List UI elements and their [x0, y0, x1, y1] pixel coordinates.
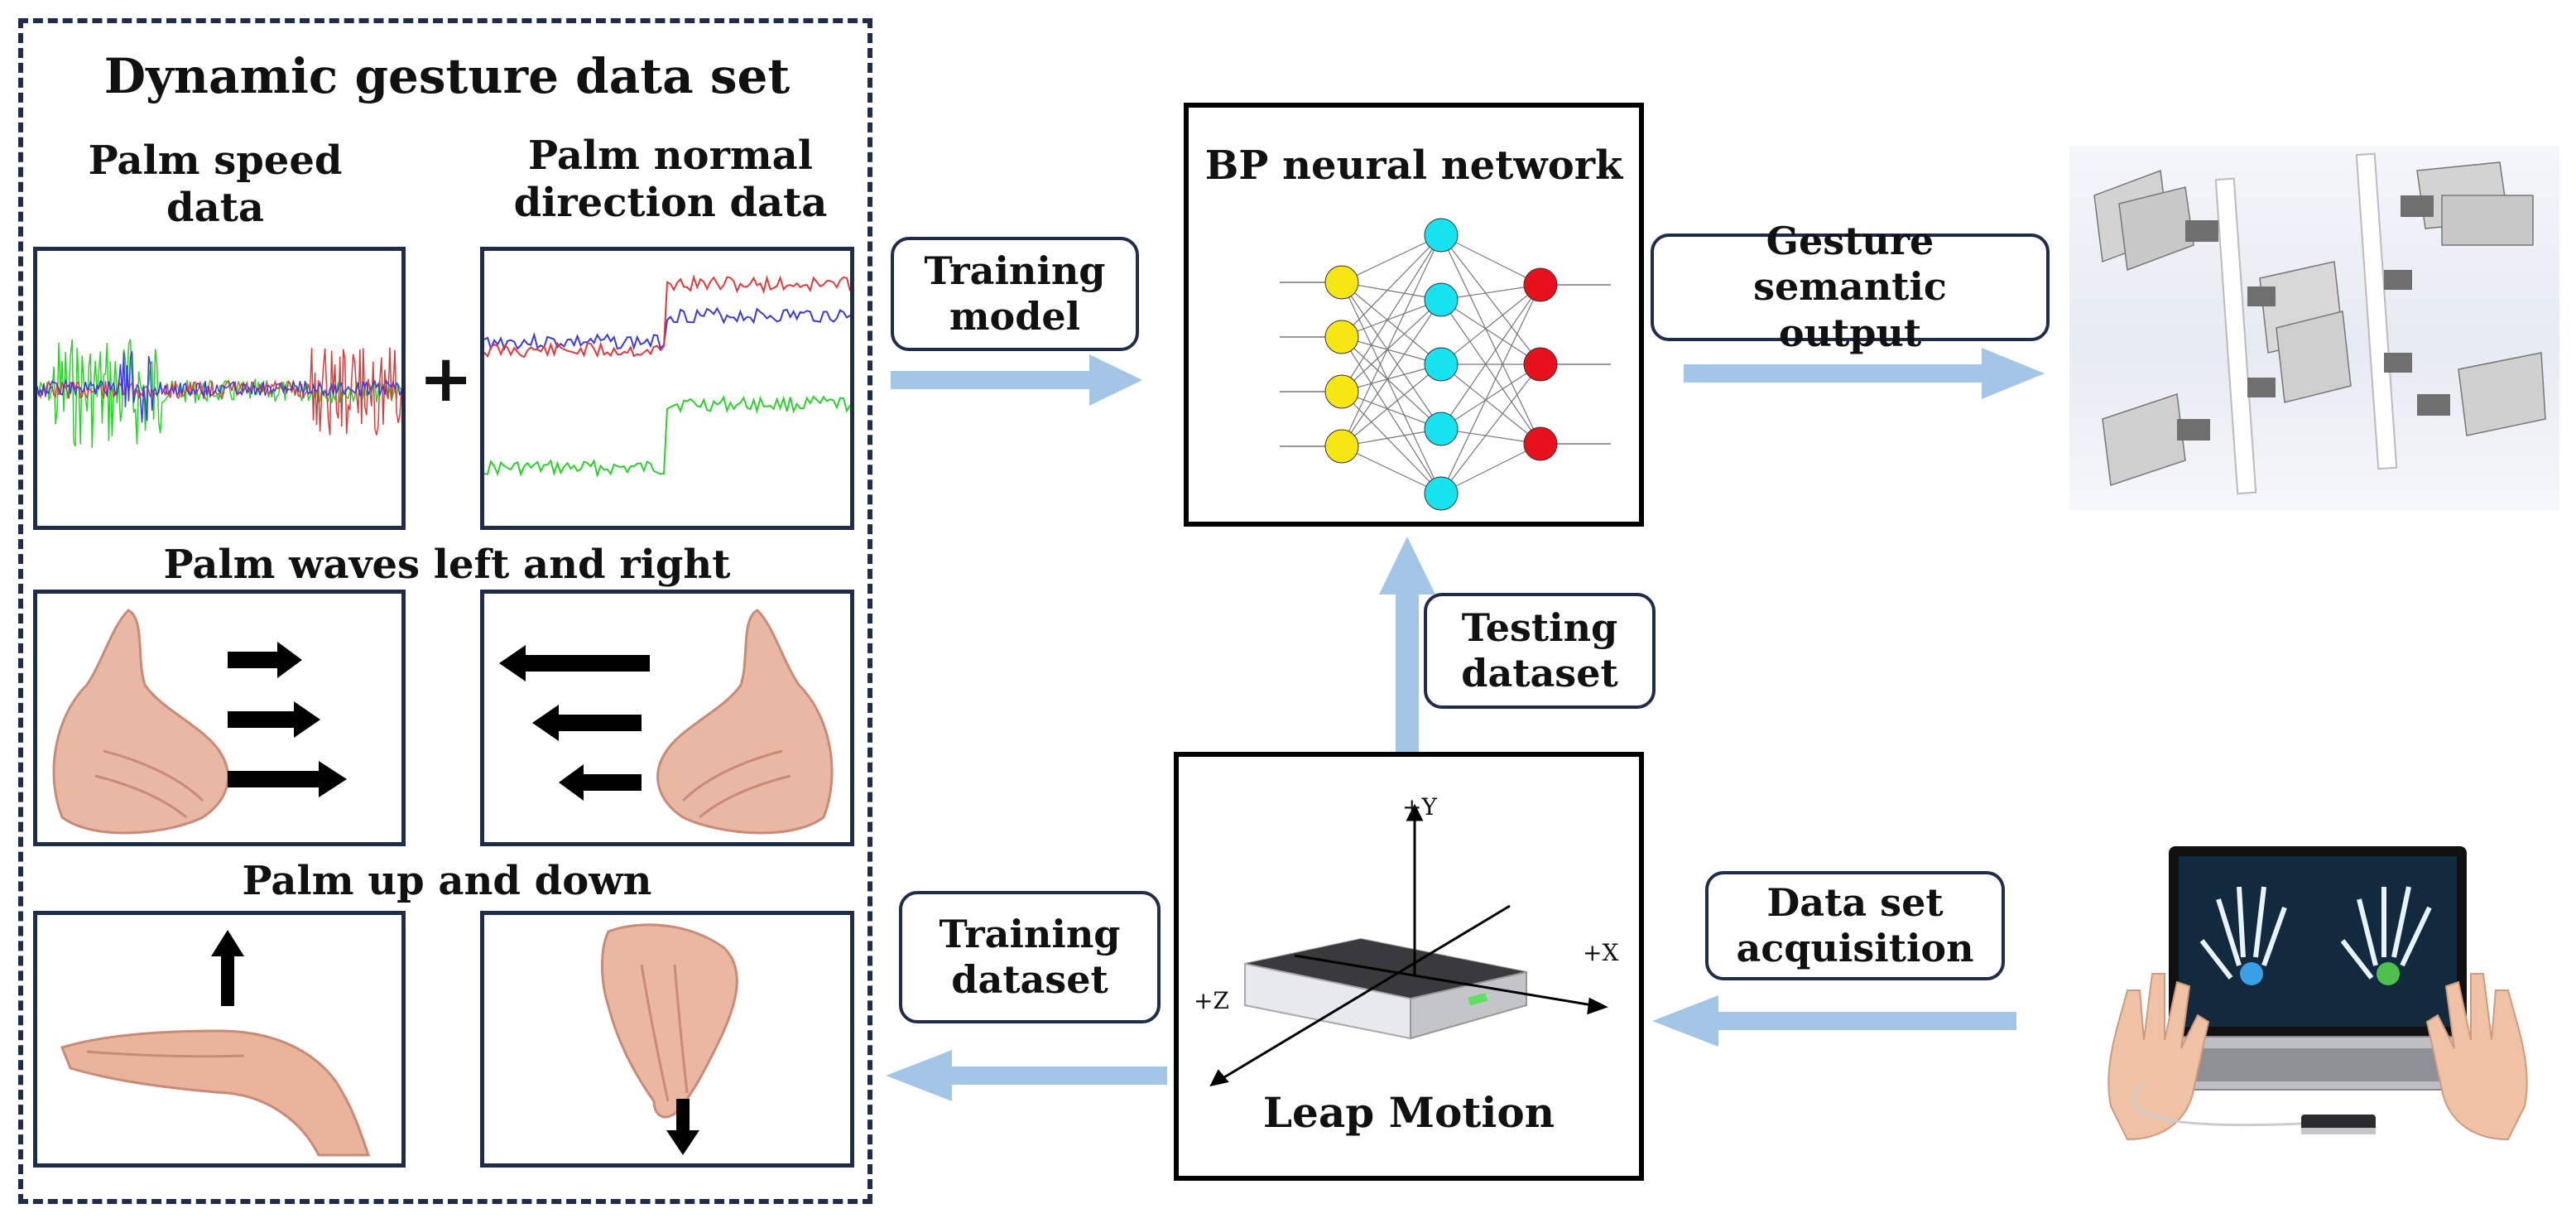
bp-connection [1341, 282, 1442, 365]
axis-icon [1209, 803, 1608, 1087]
bp-connection [1440, 443, 1541, 494]
bp-output-node [1523, 347, 1558, 382]
bp-connection [1341, 299, 1442, 447]
bp-output-node [1523, 267, 1558, 302]
palm-up-panel [33, 911, 406, 1168]
bp-title: BP neural network [1204, 142, 1623, 189]
leap-motion-box: +Y +X +Z Leap Motion [1174, 752, 1644, 1181]
bp-hidden-node [1424, 412, 1459, 446]
bp-hidden-node [1424, 476, 1459, 511]
bp-input-node [1324, 374, 1359, 409]
bp-input-node [1324, 320, 1359, 354]
palm-wave-left-panel [480, 590, 854, 846]
bp-connection [1341, 391, 1442, 430]
normal-trace-red [484, 274, 850, 359]
bp-connection [1440, 284, 1541, 365]
palm-speed-signal [37, 339, 401, 449]
leap-motion-device [1209, 803, 1608, 1087]
dataset-dashed-border [18, 18, 872, 1204]
bp-hidden-node [1424, 218, 1459, 253]
bp-connection [1440, 234, 1541, 445]
arrow-to-bp [891, 354, 1142, 406]
hand-icon [60, 1029, 371, 1157]
rail-icon [2214, 152, 2398, 495]
arrow-to-dataset [886, 1050, 1167, 1101]
palm-speed-label: Palm speed data [88, 137, 343, 231]
left-arrow-icon [499, 645, 650, 801]
bp-connection [1341, 299, 1442, 392]
bp-output-node [1523, 426, 1558, 461]
bp-connection [1440, 364, 1541, 494]
bp-connection [1341, 336, 1442, 494]
bp-connection [1440, 299, 1541, 365]
bp-input-node [1324, 265, 1359, 300]
bp-connection [1341, 282, 1442, 494]
bp-connection [1341, 364, 1442, 447]
neural-network-diagram [1280, 218, 1611, 511]
hand-icon [52, 609, 229, 835]
bp-connection [1341, 391, 1442, 494]
gesture-device-render [2069, 146, 2559, 510]
plus-sign: + [419, 342, 473, 416]
bp-connection [1341, 336, 1442, 430]
bp-connection [1341, 234, 1442, 392]
right-arrow-icon [228, 642, 347, 797]
bp-hidden-node [1424, 282, 1459, 317]
bp-connection [1440, 299, 1541, 445]
palm-speed-plot [33, 247, 406, 530]
dataset-title: Dynamic gesture data set [103, 48, 791, 104]
axis-z-label: +Z [1194, 987, 1229, 1014]
hand-icon [601, 923, 738, 1119]
bp-connection [1341, 364, 1442, 392]
axis-y-label: +Y [1402, 793, 1437, 821]
bp-hidden-node [1424, 347, 1459, 382]
arrow-up-to-bp [1379, 537, 1435, 752]
bp-connection [1341, 234, 1442, 283]
bp-network-box: BP neural network [1184, 103, 1644, 527]
axis-x-label: +X [1583, 939, 1619, 966]
skeleton-hand-icon [2199, 886, 2432, 985]
bracket-icon [2177, 195, 2450, 441]
palm-wave-right-panel [33, 590, 406, 846]
leap-title: Leap Motion [1262, 1088, 1555, 1137]
gesture-output-label: Gesture semantic output [1651, 219, 2050, 355]
bp-connection [1341, 445, 1442, 494]
training-model-label: Training model [891, 237, 1139, 351]
fin-icon [2093, 161, 2546, 487]
bp-connection [1440, 284, 1541, 494]
laptop-hand-tracking-image [2094, 841, 2541, 1156]
bp-connection [1341, 336, 1442, 365]
palm-updown-label: Palm up and down [242, 858, 652, 904]
arrow-to-robot [1684, 348, 2045, 399]
arrow-to-leap [1652, 995, 2016, 1047]
palm-down-panel [480, 911, 854, 1168]
normal-trace-blue [484, 306, 850, 352]
training-dataset-label: Training dataset [899, 891, 1161, 1023]
normal-trace-green [484, 395, 850, 479]
leap-sensor-icon [2132, 1080, 2376, 1134]
device-icon [1244, 937, 1527, 1040]
bp-connection [1440, 234, 1541, 365]
palm-normal-signal [484, 274, 850, 479]
bp-connection [1341, 234, 1442, 338]
data-acquisition-label: Data set acquisition [1705, 871, 2005, 980]
bp-connection [1440, 364, 1541, 430]
hand-icon [656, 609, 834, 835]
palm-wave-label: Palm waves left and right [163, 542, 731, 588]
bp-connection [1341, 282, 1442, 430]
speed-trace-blue [37, 351, 401, 423]
bp-connection [1341, 299, 1442, 338]
palm-normal-plot [480, 247, 854, 530]
bp-connection [1341, 234, 1442, 447]
down-arrow-icon [666, 1099, 699, 1155]
up-arrow-icon [211, 930, 244, 1006]
palm-normal-label: Palm normal direction data [513, 132, 828, 226]
bp-connection [1440, 284, 1541, 430]
testing-dataset-label: Testing dataset [1424, 593, 1656, 709]
bp-connection [1440, 364, 1541, 445]
bp-connection [1440, 234, 1541, 286]
bp-input-node [1324, 429, 1359, 464]
laptop-icon [2117, 846, 2518, 1091]
